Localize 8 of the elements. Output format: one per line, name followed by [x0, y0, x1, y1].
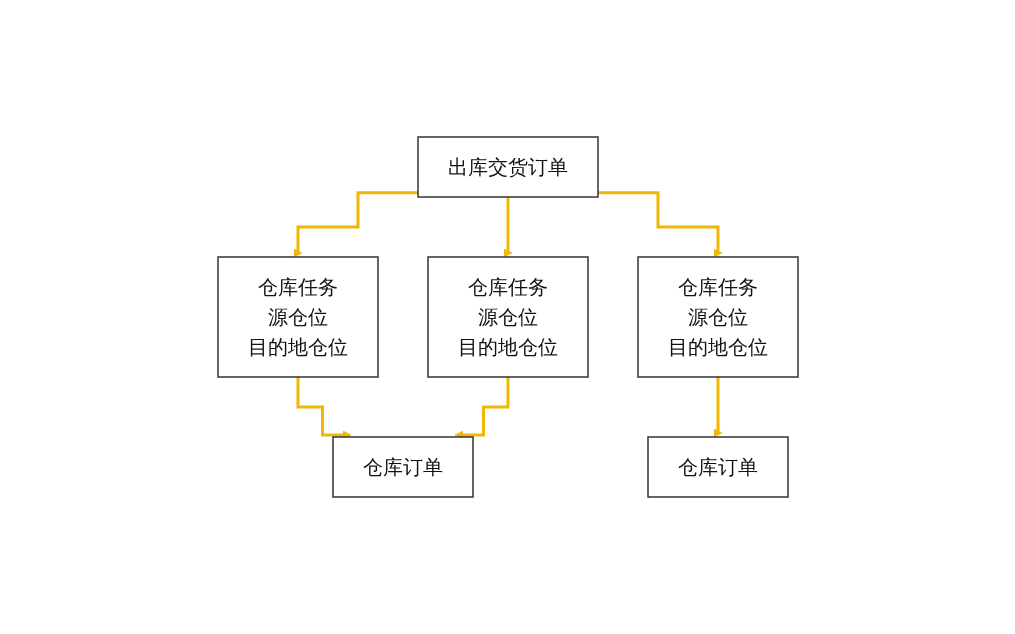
node-box: 仓库任务 源仓位 目的地仓位	[216, 256, 379, 378]
node-box: 仓库任务 源仓位 目的地仓位	[426, 256, 589, 378]
arrow	[293, 191, 418, 258]
node-box: 仓库订单	[646, 436, 789, 498]
node-box: 仓库订单	[331, 436, 474, 498]
node-box: 仓库任务 源仓位 目的地仓位	[636, 256, 799, 378]
node-box: 出库交货订单	[416, 136, 599, 198]
arrow	[597, 191, 722, 258]
